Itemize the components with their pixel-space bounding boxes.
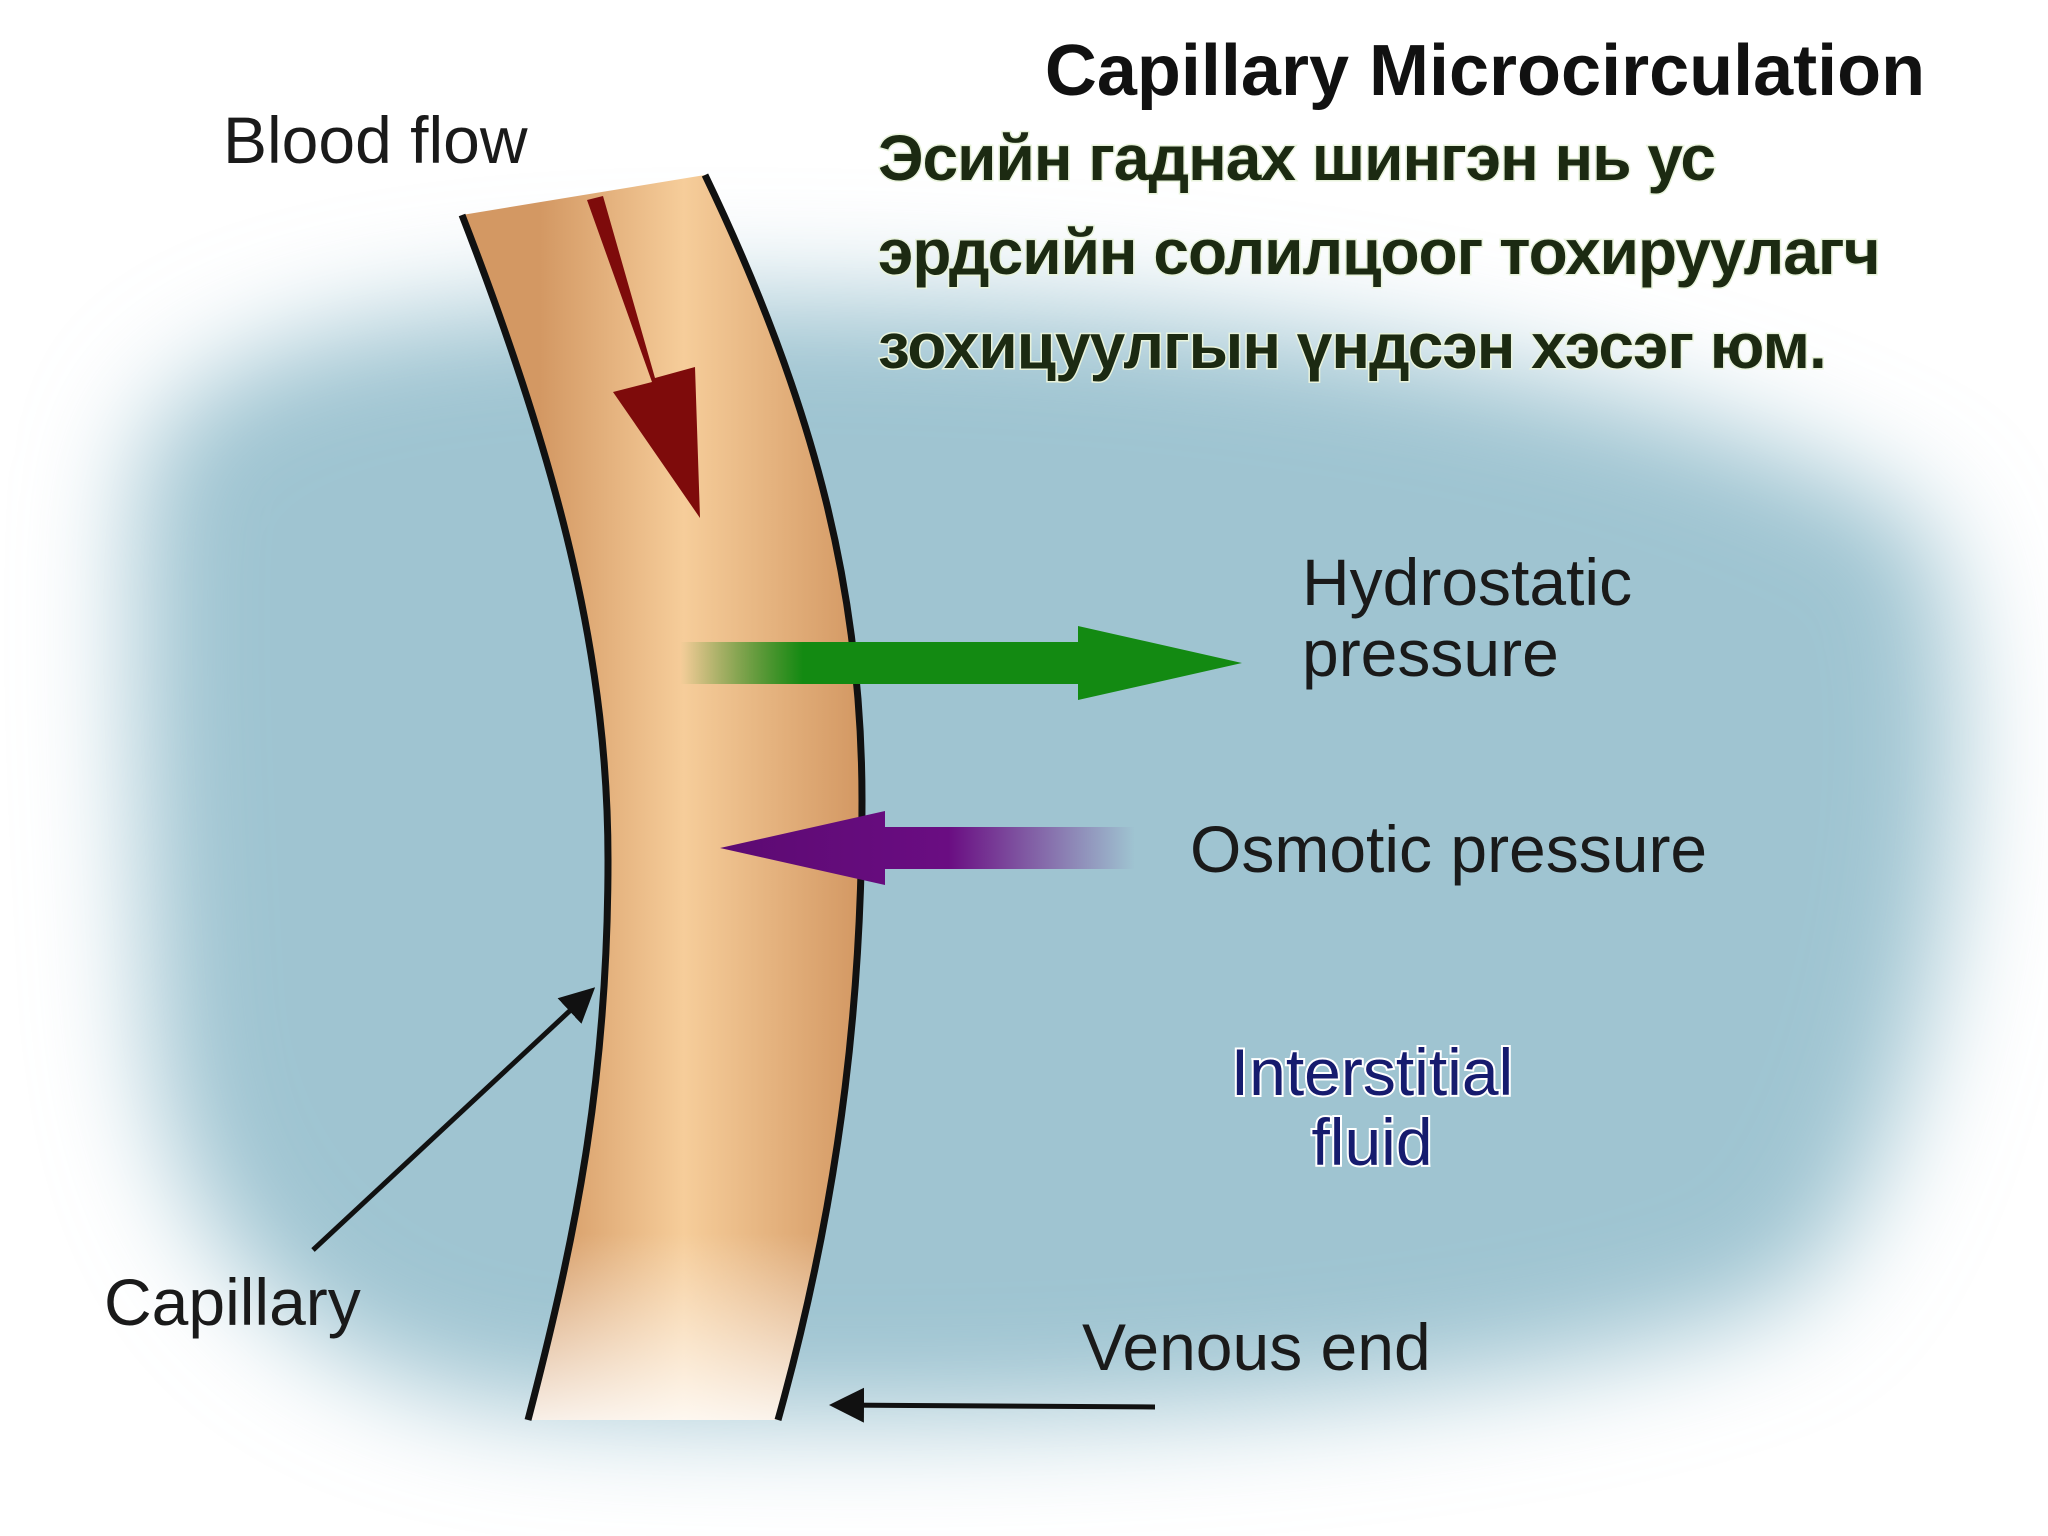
capillary-left-wall xyxy=(458,213,612,1421)
hydrostatic-pressure-label-line-2: pressure xyxy=(1302,616,1559,690)
venous-end-label: Venous end xyxy=(1082,1310,1431,1384)
capillary-label: Capillary xyxy=(104,1265,361,1339)
interstitial-fluid-label-line-1: Interstitial xyxy=(1231,1035,1513,1109)
caption-block: Эсийн гаднах шингэн нь ус эрдсийн солилц… xyxy=(877,121,1883,384)
diagram-title: Capillary Microcirculation xyxy=(1045,31,1925,111)
capillary-right-wall xyxy=(701,173,866,1421)
osmotic-pressure-arrow xyxy=(720,811,1135,885)
caption-line-2: эрдсийн солилцоог тохируулагч xyxy=(878,216,1880,288)
blood-flow-arrow xyxy=(587,196,700,518)
hydrostatic-pressure-label-line-1: Hydrostatic xyxy=(1302,545,1632,619)
caption-line-1: Эсийн гаднах шингэн нь ус xyxy=(878,122,1715,194)
interstitial-fluid-label-line-2: fluid xyxy=(1311,1105,1432,1179)
blood-flow-label: Blood flow xyxy=(223,103,528,177)
hydrostatic-pressure-arrow xyxy=(680,626,1242,700)
osmotic-pressure-label: Osmotic pressure xyxy=(1190,812,1707,886)
capillary-vessel xyxy=(458,173,866,1421)
venous-end-arrow xyxy=(829,1387,1156,1423)
capillary-pointer-arrow xyxy=(311,987,596,1252)
caption-line-3: зохицуулгын үндсэн хэсэг юм. xyxy=(878,310,1826,382)
